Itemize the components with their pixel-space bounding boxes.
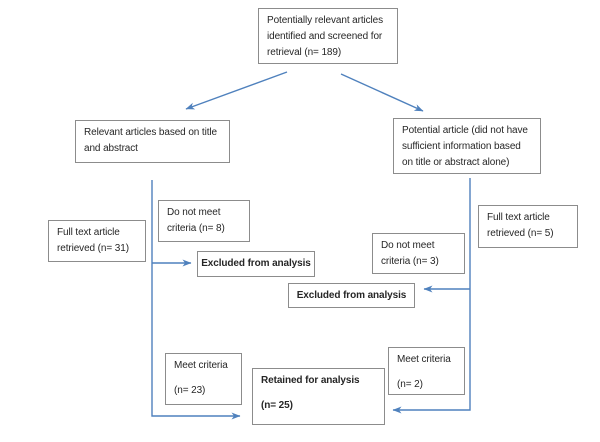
node-not-meet-right-text: criteria (n= 3) [381,256,439,267]
node-relevant-articles: Relevant articles based on title and abs… [75,120,230,163]
node-screened-text: identified and screened for [267,31,383,42]
node-screened: Potentially relevant articles identified… [258,8,398,64]
node-not-meet-left: Do not meet criteria (n= 8) [158,200,250,242]
node-potential-article-text: Potential article (did not have [402,125,528,136]
arrow-screened-to-relevant [185,71,288,110]
node-full-text-left-text: retrieved (n= 31) [57,243,129,254]
node-excluded-left-text: Excluded from analysis [201,258,311,269]
node-potential-article-text: sufficient information based [402,141,521,152]
node-potential-article: Potential article (did not have sufficie… [393,118,541,174]
node-meet-criteria-right-label: Meet criteria [397,354,451,365]
node-screened-text: retrieval (n= 189) [267,47,342,58]
node-excluded-right-text: Excluded from analysis [296,290,407,301]
node-meet-criteria-left-count: (n= 23) [174,385,206,396]
node-meet-criteria-right-count: (n= 2) [397,379,423,390]
node-meet-criteria-left-label: Meet criteria [174,360,228,371]
node-excluded-right: Excluded from analysis [288,283,415,308]
node-not-meet-left-text: Do not meet [167,207,221,218]
node-full-text-right-text: retrieved (n= 5) [487,228,554,239]
node-meet-criteria-left: Meet criteria (n= 23) [165,353,242,405]
node-relevant-articles-text: Relevant articles based on title [84,127,217,138]
node-not-meet-right: Do not meet criteria (n= 3) [372,233,465,274]
node-retained-label: Retained for analysis [261,375,360,386]
arrow-screened-to-potential [340,73,424,112]
node-full-text-right-text: Full text article [487,212,550,223]
node-potential-article-text: on title or abstract alone) [402,157,510,168]
node-screened-text: Potentially relevant articles [267,15,384,26]
node-relevant-articles-text: and abstract [84,143,138,154]
node-full-text-left-text: Full text article [57,227,120,238]
node-meet-criteria-right: Meet criteria (n= 2) [388,347,465,395]
node-full-text-left: Full text article retrieved (n= 31) [48,220,146,262]
node-full-text-right: Full text article retrieved (n= 5) [478,205,578,248]
node-retained-count: (n= 25) [261,400,293,411]
node-not-meet-right-text: Do not meet [381,240,435,251]
node-excluded-left: Excluded from analysis [197,251,315,277]
node-retained-for-analysis: Retained for analysis (n= 25) [252,368,385,425]
node-not-meet-left-text: criteria (n= 8) [167,223,225,234]
